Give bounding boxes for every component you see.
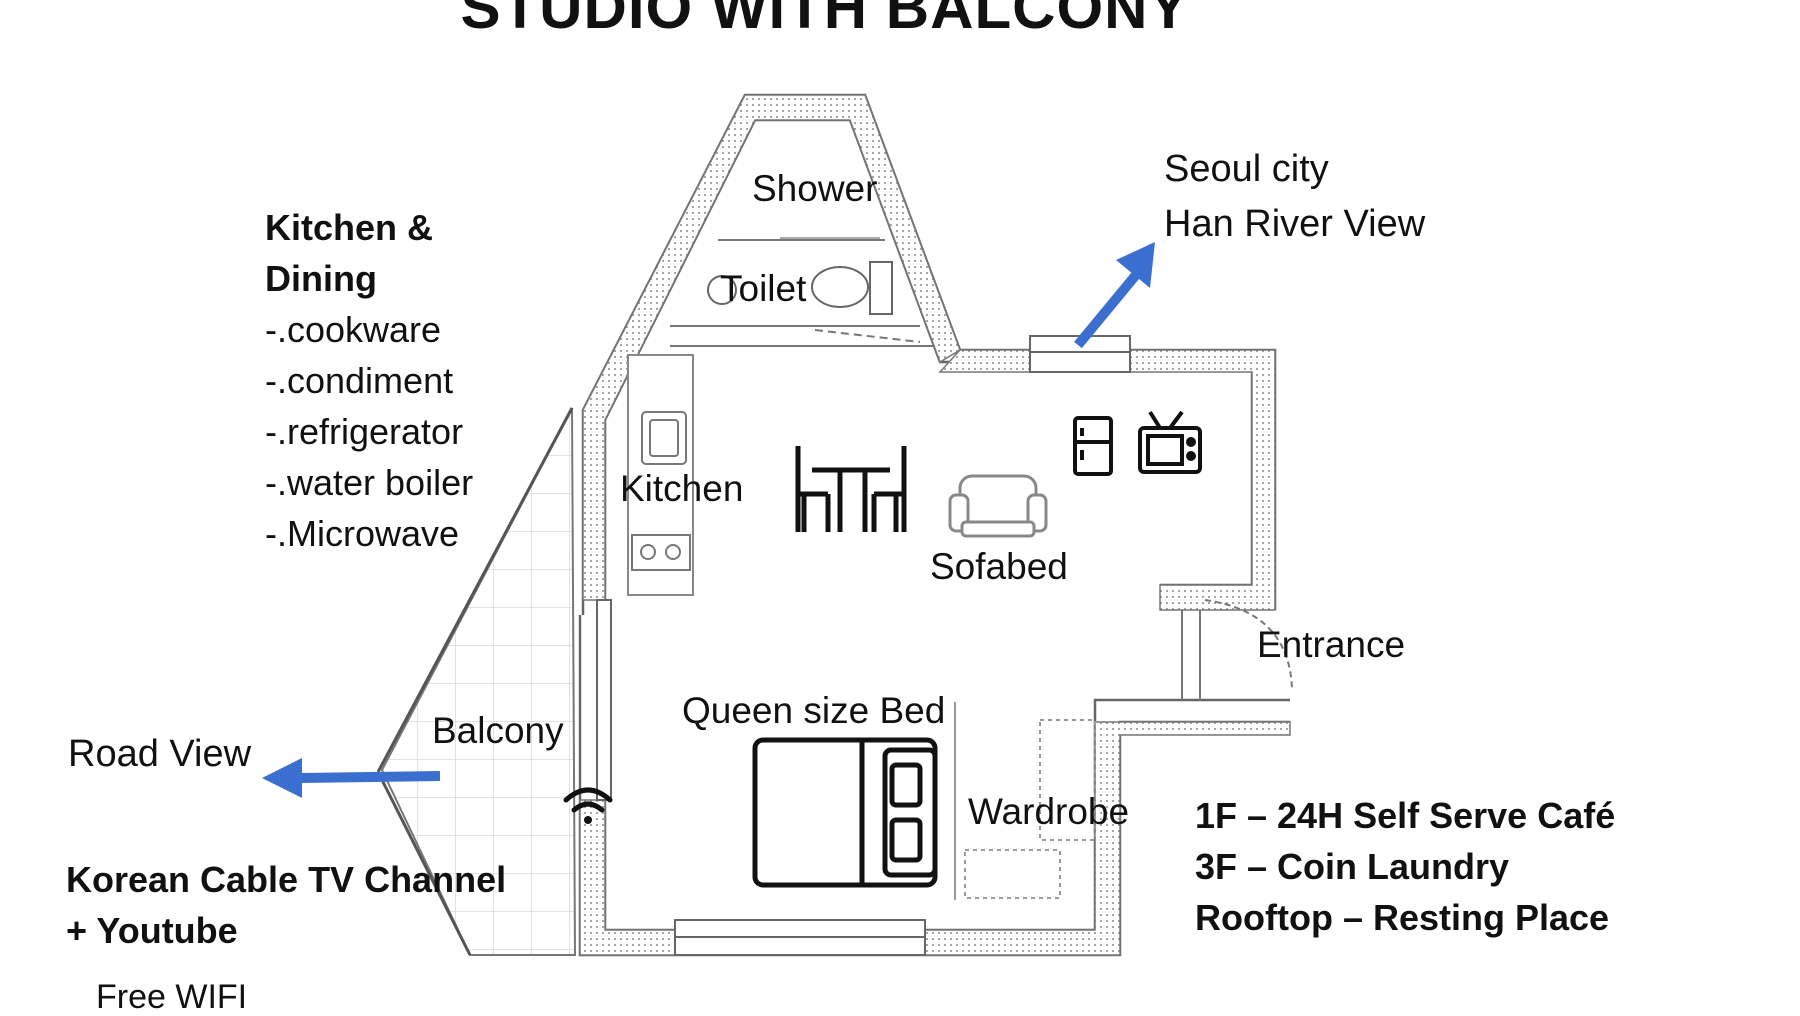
dining-table-icon — [795, 446, 907, 532]
room-label-bed: Queen size Bed — [682, 690, 946, 731]
wall-fill — [579, 94, 1291, 956]
road-view-label: Road View — [68, 733, 252, 775]
tv-icon — [1138, 410, 1202, 474]
amenities-list: Kitchen & Dining -.cookware -.condiment … — [265, 202, 473, 559]
wardrobe — [954, 702, 1096, 900]
road-view-arrow — [262, 758, 441, 798]
facility-item: Rooftop – Resting Place — [1195, 897, 1610, 938]
sink-icon — [641, 411, 687, 465]
wifi-label: Free WIFI — [96, 978, 248, 1016]
city-view-line2: Han River View — [1164, 203, 1426, 245]
refrigerator-icon — [1073, 416, 1113, 476]
entrance-door — [1181, 599, 1293, 700]
amenity-item: -.cookware — [265, 309, 442, 350]
armchair-icon — [948, 474, 1048, 538]
amenity-item: -.condiment — [265, 360, 454, 401]
facility-item: 3F – Coin Laundry — [1195, 846, 1510, 887]
facility-item: 1F – 24H Self Serve Café — [1195, 795, 1616, 836]
bed-icon — [752, 737, 938, 888]
amenity-item: -.Microwave — [265, 513, 460, 554]
room-label-balcony: Balcony — [432, 710, 564, 751]
amenities-heading-line1: Kitchen & — [265, 207, 434, 248]
amenity-item: -.water boiler — [265, 462, 474, 503]
building-facilities: 1F – 24H Self Serve Café 3F – Coin Laund… — [1195, 790, 1615, 943]
amenity-item: -.refrigerator — [265, 411, 464, 452]
room-label-sofabed: Sofabed — [930, 546, 1068, 587]
stove-icon — [631, 534, 691, 571]
room-label-wardrobe: Wardrobe — [968, 791, 1130, 832]
room-label-entrance: Entrance — [1257, 624, 1406, 665]
room-label-shower: Shower — [752, 168, 878, 209]
amenities-heading-line2: Dining — [265, 258, 377, 299]
wifi-icon — [563, 787, 613, 824]
bathroom — [670, 237, 935, 347]
tv-channel-line1: Korean Cable TV Channel — [66, 859, 507, 900]
room-label-toilet: Toilet — [720, 268, 807, 309]
page-title: STUDIO WITH BALCONY — [460, 0, 1190, 41]
room-label-kitchen: Kitchen — [620, 468, 744, 509]
balcony-area — [376, 407, 577, 956]
toilet-icon — [707, 261, 893, 315]
windows — [596, 335, 1131, 956]
city-view-line1: Seoul city — [1164, 148, 1329, 190]
tv-channel-line2: + Youtube — [66, 910, 238, 951]
city-view-arrow — [1074, 242, 1155, 349]
